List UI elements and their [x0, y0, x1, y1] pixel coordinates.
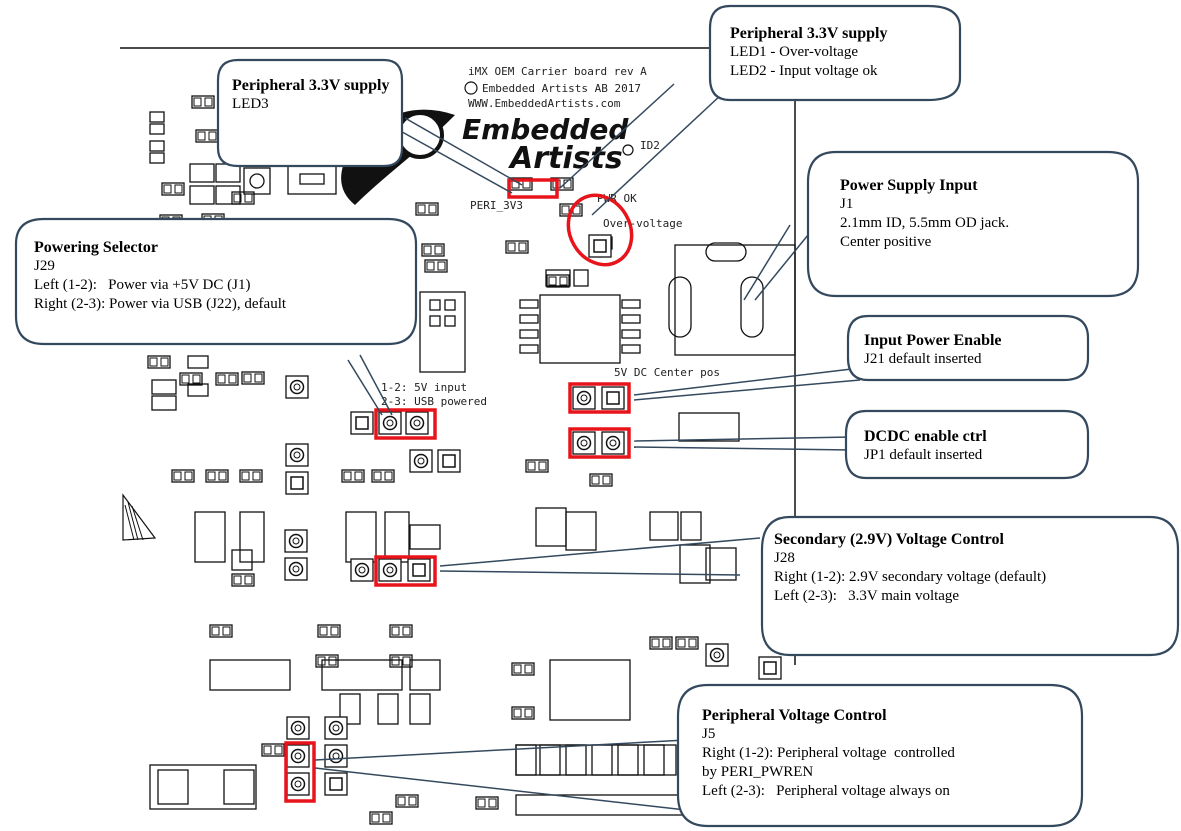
bubble-powering-selector — [14, 217, 418, 346]
silk-over-voltage: Over-voltage — [603, 217, 682, 230]
highlight-j29 — [374, 408, 437, 440]
silk-sel-2: 2-3: USB powered — [381, 395, 487, 408]
bubble-dcdc — [844, 409, 1090, 480]
highlight-boxes — [284, 178, 634, 803]
callout-power-input-title: Power Supply Input — [840, 177, 978, 194]
callout-powering-selector-line: Right (2-3): Power via USB (J22), defaul… — [34, 296, 287, 312]
callout-bubbles — [14, 4, 1180, 828]
silk-title-3: WWW.EmbeddedArtists.com — [468, 97, 621, 110]
component-outlines — [149, 111, 796, 816]
callout-dcdc: DCDC enable ctrl JP1 default inserted — [864, 427, 987, 465]
highlight-j5 — [284, 741, 316, 803]
callout-peri-voltage-line: Left (2-3): Peripheral voltage always on — [702, 783, 950, 799]
callout-powering-selector: Powering Selector J29 Left (1-2): Power … — [34, 238, 286, 314]
callout-powering-selector-title: Powering Selector — [34, 239, 158, 256]
callout-powering-selector-line: Left (1-2): Power via +5V DC (J1) — [34, 277, 251, 293]
callout-secondary-title: Secondary (2.9V) Voltage Control — [774, 531, 1004, 548]
highlight-led3 — [507, 178, 559, 199]
bubble-input-enable — [846, 314, 1090, 382]
bubble-peri-led3 — [216, 58, 404, 168]
callout-input-enable-title: Input Power Enable — [864, 332, 1002, 349]
callout-peri-led3-line: LED3 — [232, 96, 269, 112]
bubble-power-input — [806, 150, 1140, 298]
silk-id2: ID2 — [640, 139, 660, 152]
logo-line1: Embedded — [462, 113, 629, 146]
callout-peri-led3-title: Peripheral 3.3V supply — [232, 77, 390, 94]
highlight-j28 — [374, 555, 437, 587]
callout-input-enable: Input Power Enable J21 default inserted — [864, 331, 1002, 369]
copyright-icon — [464, 81, 478, 95]
callout-dcdc-line: JP1 default inserted — [864, 447, 983, 463]
callout-peri-voltage-line: Right (1-2): Peripheral voltage controll… — [702, 745, 955, 761]
highlight-j21 — [568, 382, 631, 414]
callout-peri-voltage-title: Peripheral Voltage Control — [702, 707, 887, 724]
silk-title-2: Embedded Artists AB 2017 — [482, 82, 641, 95]
callout-secondary-line: J28 — [774, 550, 795, 566]
callout-power-input: Power Supply Input J1 2.1mm ID, 5.5mm OD… — [840, 176, 1009, 252]
silk-dc-center: 5V DC Center pos — [614, 366, 720, 379]
callout-secondary-line: Right (1-2): 2.9V secondary voltage (def… — [774, 569, 1047, 585]
callout-peri-led12-line: LED1 - Over-voltage — [730, 44, 858, 60]
callout-secondary-line: Left (2-3): 3.3V main voltage — [774, 588, 960, 604]
callout-peri-voltage: Peripheral Voltage Control J5 Right (1-2… — [702, 706, 955, 801]
logo-line2: Artists — [508, 141, 623, 176]
callout-peri-led12-line: LED2 - Input voltage ok — [730, 63, 878, 79]
callout-secondary: Secondary (2.9V) Voltage Control J28 Rig… — [774, 530, 1046, 606]
silk-peri-3v3: PERI_3V3 — [470, 199, 523, 212]
callout-peri-led3: Peripheral 3.3V supply LED3 — [232, 76, 392, 114]
bubble-peri-voltage — [676, 683, 1084, 828]
callout-peri-led12-title: Peripheral 3.3V supply — [730, 25, 888, 42]
callout-peri-voltage-line: J5 — [702, 726, 716, 742]
callout-power-input-line: 2.1mm ID, 5.5mm OD jack. — [840, 215, 1010, 231]
callout-powering-selector-line: J29 — [34, 258, 55, 274]
callout-input-enable-line: J21 default inserted — [864, 351, 982, 367]
callout-dcdc-title: DCDC enable ctrl — [864, 428, 987, 445]
callout-peri-led12: Peripheral 3.3V supply LED1 - Over-volta… — [730, 24, 888, 81]
bubble-secondary — [760, 515, 1180, 657]
callout-power-input-line: J1 — [840, 196, 854, 212]
leader-lines — [314, 83, 861, 811]
silk-title-1: iMX OEM Carrier board rev A — [468, 65, 647, 78]
highlight-jp1 — [568, 427, 631, 459]
callout-power-input-line: Center positive — [840, 234, 932, 250]
edge-arrow — [122, 493, 157, 541]
silk-sel-1: 1-2: 5V input — [381, 381, 467, 394]
highlight-led12 — [566, 193, 634, 267]
callout-peri-voltage-line: by PERI_PWREN — [702, 764, 814, 780]
bubble-peri-led12 — [708, 4, 962, 102]
